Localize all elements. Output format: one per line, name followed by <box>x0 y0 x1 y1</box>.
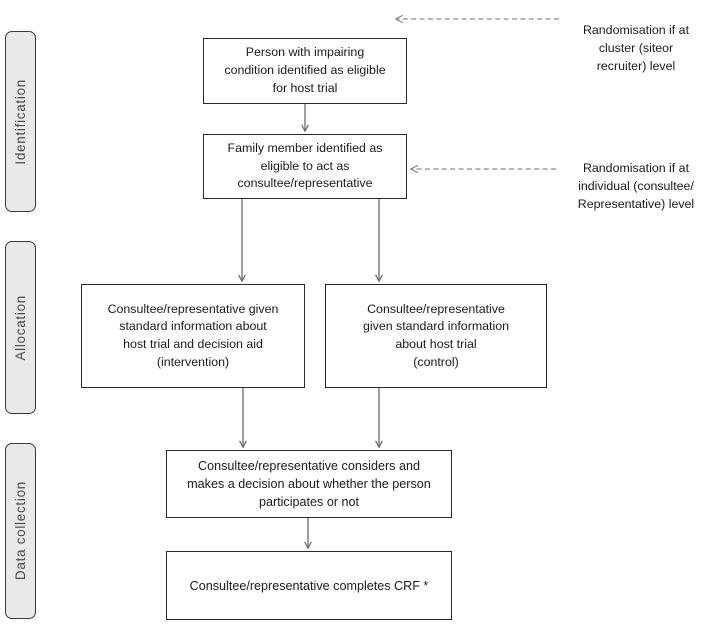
process-box-family-member: Family member identified as eligible to … <box>203 134 407 199</box>
stage-tab-identification: Identification <box>5 31 36 212</box>
stage-tab-identification-label: Identification <box>13 78 28 165</box>
process-box-control-arm: Consultee/representative given standard … <box>325 284 547 388</box>
process-box-decision: Consultee/representative considers and m… <box>166 450 452 518</box>
annotation-cluster-randomisation: Randomisation if at cluster (siteor recr… <box>566 4 706 75</box>
annotation-individual-randomisation-text: Randomisation if at individual (consulte… <box>577 160 695 211</box>
stage-tab-allocation-label: Allocation <box>13 294 28 361</box>
annotation-cluster-randomisation-text: Randomisation if at cluster (siteor recr… <box>582 22 690 73</box>
process-box-crf-text: Consultee/representative completes CRF * <box>189 578 429 593</box>
process-box-crf: Consultee/representative completes CRF * <box>166 551 452 620</box>
stage-tab-data-collection: Data collection <box>5 443 36 619</box>
process-box-intervention-arm: Consultee/representative given standard … <box>81 284 305 388</box>
process-box-family-member-text: Family member identified as eligible to … <box>227 140 383 191</box>
process-box-control-arm-text: Consultee/representative given standard … <box>362 301 510 369</box>
process-box-decision-text: Consultee/representative considers and m… <box>187 459 431 509</box>
process-box-person-eligible: Person with impairing condition identifi… <box>203 38 407 104</box>
process-box-person-eligible-text: Person with impairing condition identifi… <box>224 45 386 95</box>
annotation-individual-randomisation: Randomisation if at individual (consulte… <box>564 142 708 213</box>
process-box-intervention-arm-text: Consultee/representative given standard … <box>107 301 279 369</box>
stage-tab-allocation: Allocation <box>5 241 36 414</box>
stage-tab-data-collection-label: Data collection <box>13 481 28 581</box>
